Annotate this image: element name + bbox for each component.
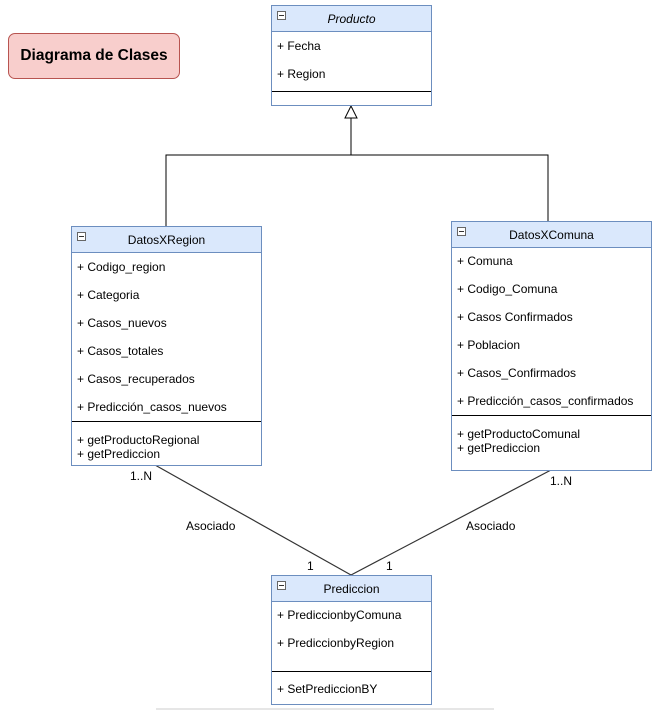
multiplicity-region: 1..N [130,469,153,483]
collapse-icon[interactable] [457,227,466,236]
method: + SetPrediccionBY [277,682,378,696]
section-divider [272,91,431,92]
class-header: DatosXRegion [72,227,261,253]
collapse-icon[interactable] [77,232,86,241]
attribute: + PrediccionbyRegion [277,636,395,650]
section-divider [452,415,651,416]
attribute: + Predicción_casos_confirmados [457,394,634,408]
association-edge-comuna [350,469,552,576]
attribute: + Casos Confirmados [457,310,573,324]
inheritance-arrowhead [344,104,358,119]
attribute: + Region [277,67,326,81]
attribute: + Predicción_casos_nuevos [77,400,227,414]
class-name: DatosXRegion [127,232,206,247]
class-prediccion[interactable]: Prediccion + PrediccionbyComuna + Predic… [271,575,432,705]
diagram-title[interactable]: Diagrama de Clases [8,33,180,79]
attribute: + Poblacion [457,338,521,352]
class-header: DatosXComuna [452,222,651,248]
section-divider [272,671,431,672]
attribute: + Casos_nuevos [77,316,167,330]
multiplicity-prediccion-left: 1 [307,559,314,573]
class-name: Prediccion [323,581,380,596]
class-datosxregion[interactable]: DatosXRegion + Codigo_region + Categoria… [71,226,262,466]
attribute: + PrediccionbyComuna [277,608,402,622]
method: + getProductoRegional [77,433,200,447]
inheritance-edge-region [165,118,352,226]
section-divider [72,421,261,422]
collapse-icon[interactable] [277,581,286,590]
multiplicity-prediccion-right: 1 [386,559,393,573]
method: + getPrediccion [457,441,541,455]
association-edge-region [154,464,352,576]
class-header: Producto [272,6,431,32]
class-datosxcomuna[interactable]: DatosXComuna + Comuna + Codigo_Comuna + … [451,221,652,471]
attribute: + Fecha [277,39,321,53]
method: + getProductoComunal [457,427,581,441]
collapse-icon[interactable] [277,11,286,20]
class-producto[interactable]: Producto + Fecha + Region [271,5,432,106]
attribute: + Casos_Confirmados [457,366,577,380]
method: + getPrediccion [77,447,161,461]
attribute: + Casos_totales [77,344,164,358]
association-label-right: Asociado [466,519,516,533]
attribute: + Casos_recuperados [77,372,195,386]
attribute: + Comuna [457,254,513,268]
multiplicity-comuna: 1..N [550,474,573,488]
attribute: + Codigo_region [77,260,166,274]
inheritance-edge-comuna [351,154,549,221]
class-header: Prediccion [272,576,431,602]
class-name: DatosXComuna [509,227,594,242]
association-label-left: Asociado [186,519,236,533]
attribute: + Categoria [77,288,140,302]
attribute: + Codigo_Comuna [457,282,558,296]
class-name: Producto [327,11,376,26]
